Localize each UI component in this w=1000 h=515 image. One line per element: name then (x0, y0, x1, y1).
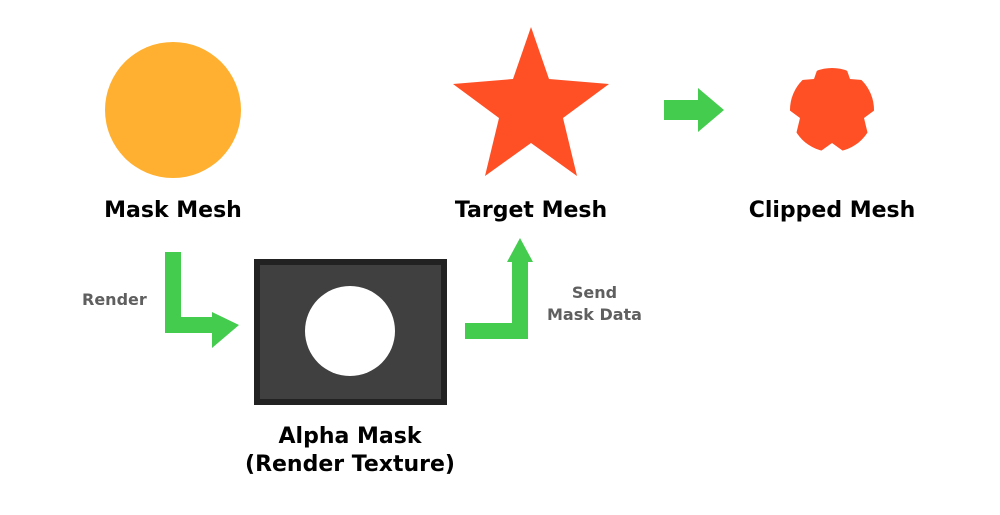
send-mask-data-arrow-icon (465, 238, 533, 339)
clip-result-arrow-icon (664, 88, 724, 132)
target-mesh-star-icon (453, 27, 609, 176)
send-mask-data-label-line2: Mask Data (547, 305, 642, 324)
target-mesh-label: Target Mesh (454, 198, 608, 223)
alpha-mask-label-line2: (Render Texture) (245, 452, 455, 477)
alpha-mask-label: Alpha Mask (Render Texture) (245, 423, 455, 479)
alpha-mask-render-texture-icon (254, 259, 447, 405)
send-mask-data-label-line1: Send (571, 283, 618, 302)
alpha-mask-label-line1: Alpha Mask (278, 424, 422, 449)
render-edge-label: Render (82, 290, 147, 309)
render-arrow-icon (165, 252, 239, 348)
clipped-mesh-star-icon (790, 68, 874, 152)
send-mask-data-edge-label: Send Mask Data (547, 282, 642, 326)
mask-mesh-label: Mask Mesh (104, 198, 242, 223)
clipped-mesh-label: Clipped Mesh (748, 198, 916, 223)
mask-mesh-circle-icon (105, 42, 241, 178)
